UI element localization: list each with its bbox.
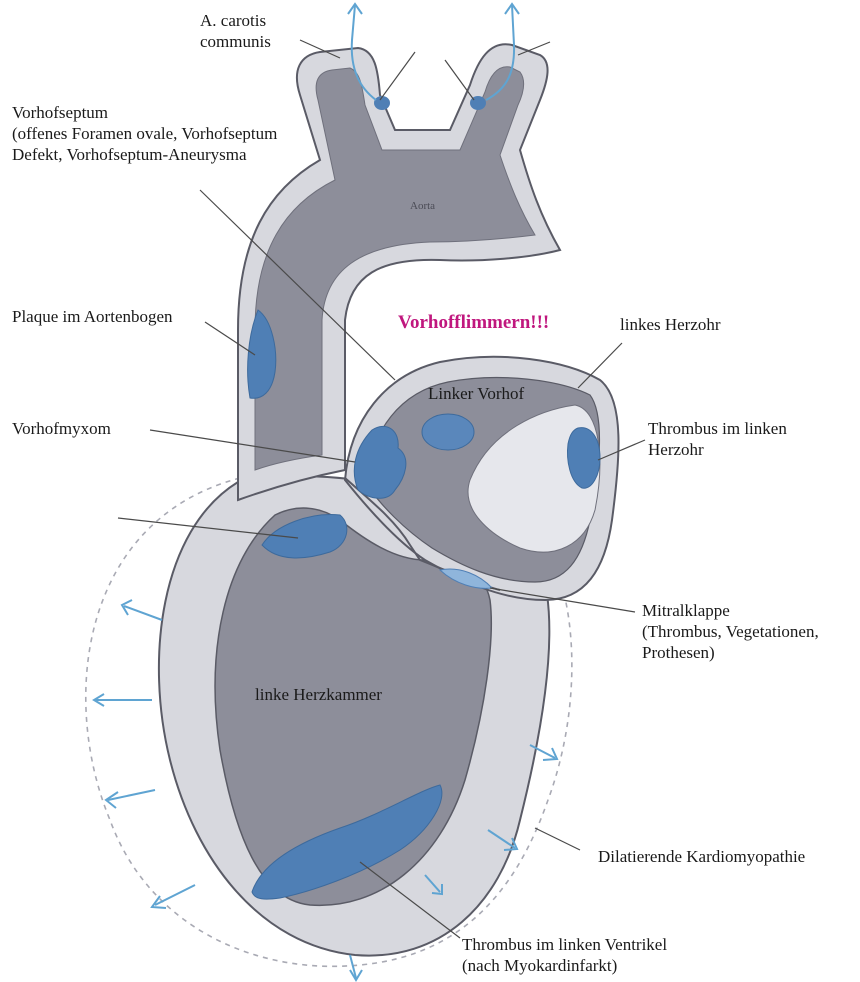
carotis-label: A. carotis communis [200, 10, 271, 52]
myxom-label: Vorhofmyxom [12, 418, 111, 439]
vorhofseptum-line-2: (offenes Foramen ovale, Vorhofseptum [12, 123, 277, 144]
vorhofflimmern-alert: Vorhofflimmern!!! [398, 312, 549, 334]
mitral-line-1: Mitralklappe [642, 600, 819, 621]
mitral-line-3: Prothesen) [642, 642, 819, 663]
vorhofseptum-line-3: Defekt, Vorhofseptum-Aneurysma [12, 144, 277, 165]
mitral-label: Mitralklappe (Thrombus, Vegetationen, Pr… [642, 600, 819, 663]
thrombus-herzohr-line-2: Herzohr [648, 439, 787, 460]
aorta-label: Aorta [410, 200, 435, 212]
atrial-thrombus [422, 414, 474, 450]
carotis-line-2: communis [200, 31, 271, 52]
thrombus-ventrikel-line-2: (nach Myokardinfarkt) [462, 955, 667, 976]
thrombus-herzohr-line-1: Thrombus im linken [648, 418, 787, 439]
mitral-line-2: (Thrombus, Vegetationen, [642, 621, 819, 642]
thrombus-ventrikel-line-1: Thrombus im linken Ventrikel [462, 934, 667, 955]
plaque-label: Plaque im Aortenbogen [12, 306, 173, 327]
thrombus-herzohr-label: Thrombus im linken Herzohr [648, 418, 787, 460]
carotis-line-1: A. carotis [200, 10, 271, 31]
linker-vorhof-label: Linker Vorhof [428, 384, 524, 404]
vorhofseptum-line-1: Vorhofseptum [12, 102, 277, 123]
herzohr-label: linkes Herzohr [620, 314, 721, 335]
herzkammer-label: linke Herzkammer [255, 685, 382, 705]
thrombus-ventrikel-label: Thrombus im linken Ventrikel (nach Myoka… [462, 934, 667, 976]
dcm-label: Dilatierende Kardiomyopathie [598, 846, 805, 867]
vorhofseptum-label: Vorhofseptum (offenes Foramen ovale, Vor… [12, 102, 277, 165]
